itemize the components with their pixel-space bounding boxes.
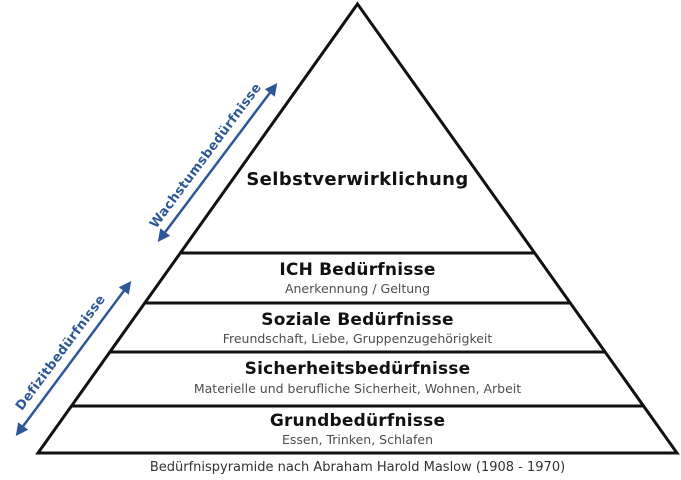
- level-title-esteem: ICH Bedürfnisse: [279, 260, 436, 280]
- deficit-needs-arrow-icon: [15, 280, 132, 437]
- level-title-social: Soziale Bedürfnisse: [261, 310, 454, 330]
- diagram-caption: Bedürfnispyramide nach Abraham Harold Ma…: [149, 460, 566, 475]
- level-subtitle-social: Freundschaft, Liebe, Gruppenzugehörigkei…: [222, 331, 493, 346]
- level-title-self-actualization: Selbstverwirklichung: [246, 169, 469, 190]
- level-subtitle-esteem: Anerkennung / Geltung: [284, 281, 431, 296]
- level-title-basic-needs: Grundbedürfnisse: [269, 411, 446, 431]
- level-title-safety: Sicherheitsbedürfnisse: [244, 359, 471, 379]
- level-subtitle-safety: Materielle und berufliche Sicherheit, Wo…: [193, 381, 522, 396]
- level-subtitle-basic-needs: Essen, Trinken, Schlafen: [281, 432, 434, 447]
- growth-needs-arrow-icon: [157, 83, 278, 242]
